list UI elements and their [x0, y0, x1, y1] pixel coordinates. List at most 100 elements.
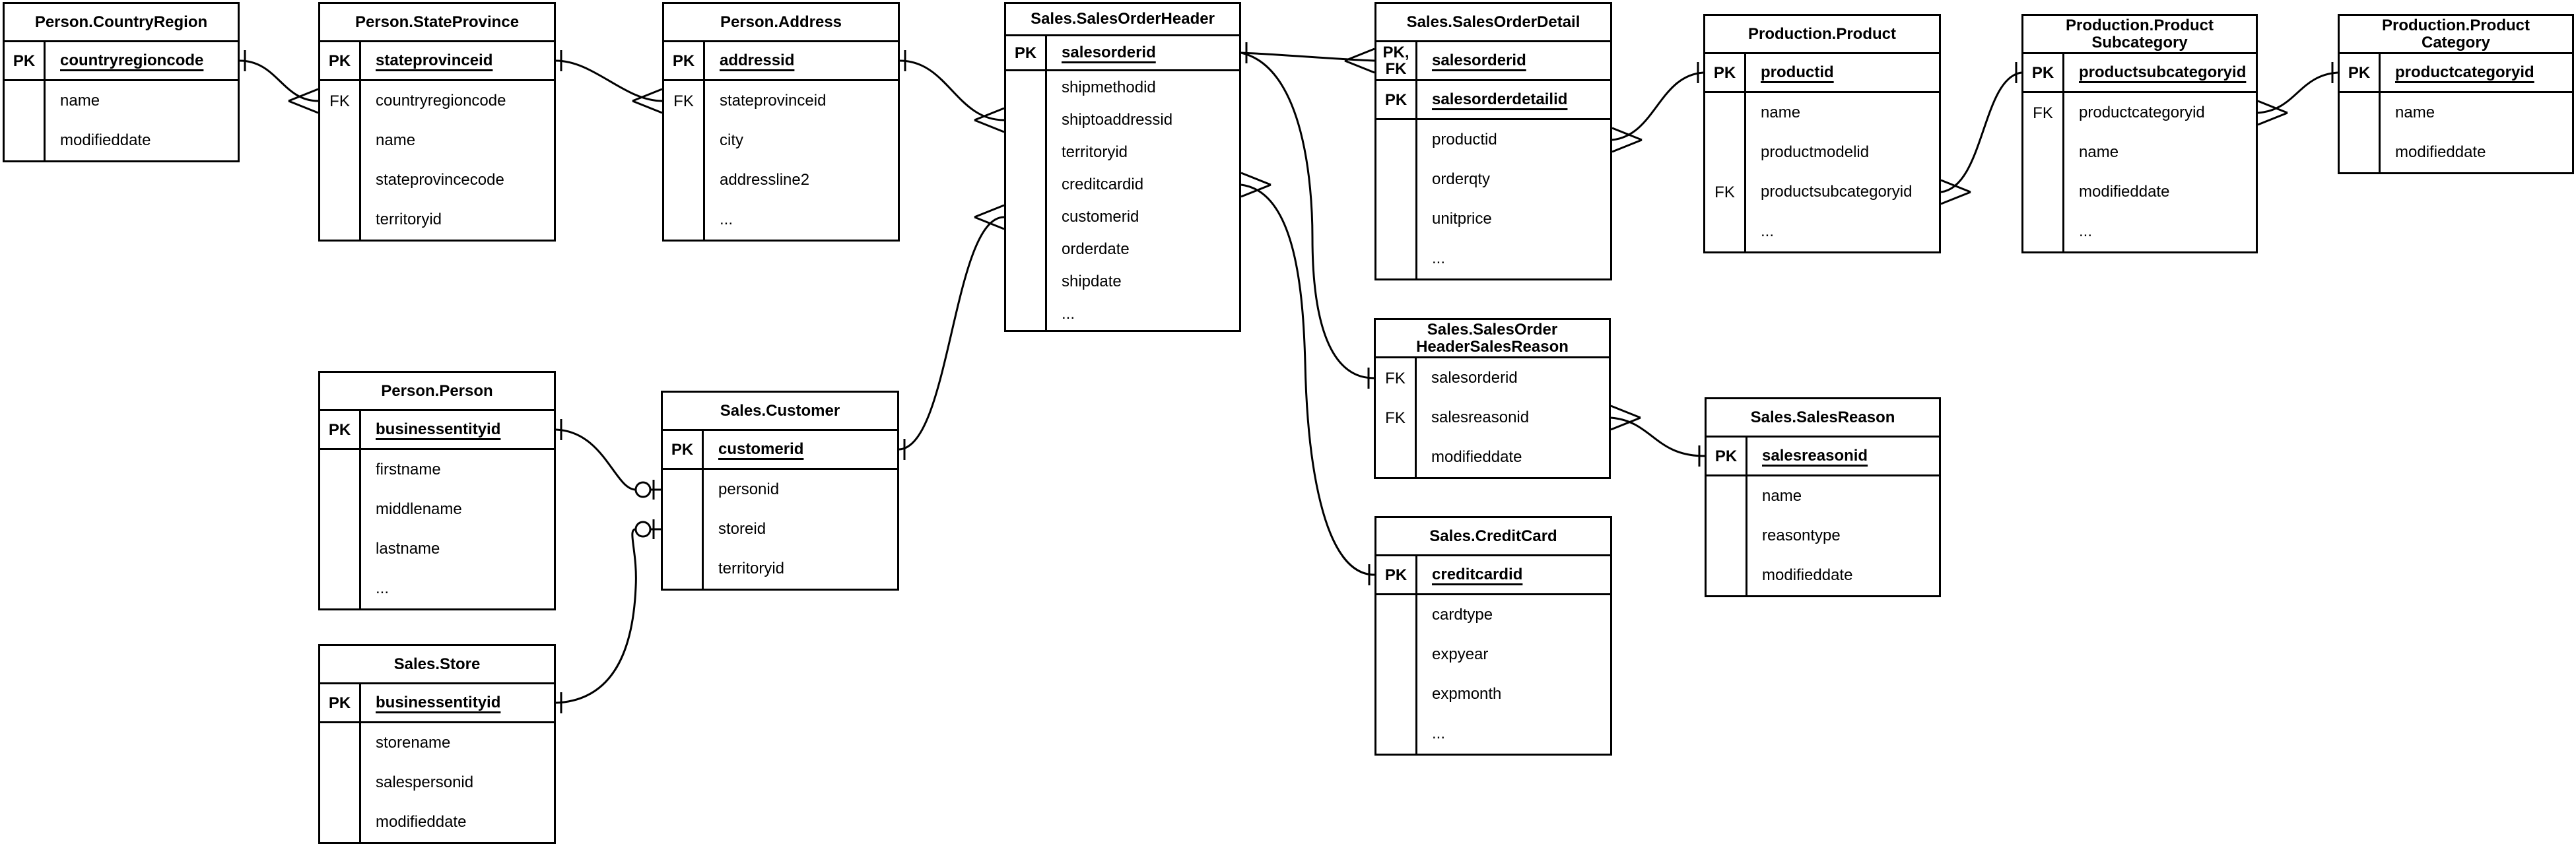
key-badge — [1705, 212, 1746, 251]
table-sales-salesorderheader[interactable]: Sales.SalesOrderHeader PK salesorderid s… — [1004, 2, 1241, 332]
key-badge — [663, 549, 704, 589]
pk-badge: PK — [320, 411, 361, 448]
key-badge — [2023, 212, 2064, 251]
attr-row: modifieddate — [2340, 133, 2572, 172]
column-name: ... — [376, 579, 390, 597]
relationship-customer-salesorderheader — [898, 204, 1005, 460]
column-name: productsubcategoryid — [1761, 183, 1913, 201]
column-name: modifieddate — [1762, 566, 1853, 584]
column-name: creditcardid — [1062, 175, 1144, 193]
key-badge — [1376, 239, 1417, 278]
table-sales-creditcard[interactable]: Sales.CreditCard PK creditcardid cardtyp… — [1374, 516, 1612, 756]
key-row: PK salesorderdetailid — [1376, 81, 1610, 120]
column-name: salespersonid — [376, 773, 474, 791]
key-row: PK businessentityid — [320, 684, 554, 723]
attr-row: cardtype — [1376, 595, 1610, 635]
column-name: customerid — [1062, 207, 1139, 226]
attr-row: ... — [1376, 714, 1610, 754]
table-sales-salesreason[interactable]: Sales.SalesReason PK salesreasonid name … — [1705, 397, 1941, 597]
key-badge — [5, 121, 46, 160]
table-title: Production.Product Subcategory — [2023, 16, 2256, 54]
key-badge — [2023, 133, 2064, 172]
attr-row: creditcardid — [1006, 168, 1239, 201]
column-name: productid — [1432, 131, 1497, 148]
key-badge — [1376, 438, 1417, 477]
table-title: Sales.Store — [320, 646, 554, 684]
table-sales-salesorderdetail[interactable]: Sales.SalesOrderDetail PK, FK salesorder… — [1374, 2, 1612, 280]
table-person-stateprovince[interactable]: Person.StateProvince PK stateprovinceid … — [318, 2, 556, 242]
column-name: salesorderid — [1431, 369, 1518, 387]
table-person-person[interactable]: Person.Person PK businessentityid firstn… — [318, 371, 556, 610]
column-name: name — [1761, 104, 1801, 121]
table-title: Person.Address — [664, 4, 898, 42]
attr-row: firstname — [320, 450, 554, 490]
column-name: lastname — [376, 540, 440, 558]
column-name: modifieddate — [376, 813, 467, 831]
column-name: ... — [1062, 304, 1075, 323]
key-row: PK stateprovinceid — [320, 42, 554, 81]
fk-badge: FK — [1705, 172, 1746, 212]
table-title: Sales.SalesOrderDetail — [1376, 4, 1610, 42]
column-name: countryregioncode — [376, 92, 506, 110]
attr-row: lastname — [320, 529, 554, 569]
column-name: territoryid — [1062, 143, 1128, 161]
attr-row: modifieddate — [5, 121, 238, 160]
key-column-name: customerid — [718, 440, 804, 458]
column-name: expyear — [1432, 645, 1489, 663]
column-name: firstname — [376, 461, 441, 478]
table-person-countryregion[interactable]: Person.CountryRegion PK countryregioncod… — [3, 2, 240, 162]
attr-row: city — [664, 121, 898, 160]
attr-row: unitprice — [1376, 199, 1610, 239]
relationship-salesreason-headersalesreason — [1610, 405, 1705, 467]
key-column-name: countryregioncode — [60, 51, 204, 69]
attr-row: name — [1707, 476, 1939, 516]
table-title: Sales.SalesOrderHeader — [1006, 4, 1239, 36]
table-sales-store[interactable]: Sales.Store PK businessentityid storenam… — [318, 644, 556, 844]
attr-row: addressline2 — [664, 160, 898, 200]
table-production-product[interactable]: Production.Product PK productid name pro… — [1703, 14, 1941, 253]
key-column-name: addressid — [720, 51, 795, 69]
table-title: Sales.Customer — [663, 393, 897, 431]
key-badge — [320, 529, 361, 569]
pk-badge: PK — [1376, 556, 1417, 593]
column-name: ... — [720, 211, 733, 228]
pk-badge: PK — [2340, 54, 2381, 91]
column-name: shipdate — [1062, 272, 1122, 290]
column-name: stateprovincecode — [376, 171, 504, 189]
column-name: unitprice — [1432, 210, 1492, 228]
key-column-name: productid — [1761, 63, 1834, 81]
table-person-address[interactable]: Person.Address PK addressid FK stateprov… — [662, 2, 900, 242]
table-title: Person.Person — [320, 373, 554, 411]
attr-row: storename — [320, 723, 554, 763]
table-title: Person.StateProvince — [320, 4, 554, 42]
attr-row: personid — [663, 470, 897, 509]
column-name: name — [376, 131, 416, 149]
table-production-productcategory[interactable]: Production.Product Category PK productca… — [2338, 14, 2574, 174]
key-row: PK businessentityid — [320, 411, 554, 450]
fk-badge: FK — [320, 81, 361, 121]
attr-row: name — [2023, 133, 2256, 172]
column-name: salesreasonid — [1431, 408, 1530, 426]
attr-row: shipmethodid — [1006, 71, 1239, 104]
column-name: name — [1762, 487, 1802, 505]
key-column-name: salesreasonid — [1762, 447, 1868, 465]
column-name: territoryid — [376, 211, 442, 228]
attr-row: FK countryregioncode — [320, 81, 554, 121]
attr-row: customerid — [1006, 201, 1239, 233]
attr-row: ... — [320, 569, 554, 608]
table-title: Person.CountryRegion — [5, 4, 238, 42]
table-sales-customer[interactable]: Sales.Customer PK customerid personid st… — [661, 391, 899, 591]
column-name: addressline2 — [720, 171, 810, 189]
table-sales-salesorderheadersalesreason[interactable]: Sales.SalesOrder HeaderSalesReason FK sa… — [1374, 318, 1611, 479]
pk-badge: PK — [1707, 438, 1747, 474]
key-column-name: salesorderdetailid — [1432, 90, 1568, 108]
attr-row: expyear — [1376, 635, 1610, 674]
key-column-name: productsubcategoryid — [2079, 63, 2247, 81]
table-production-productsubcategory[interactable]: Production.Product Subcategory PK produc… — [2021, 14, 2258, 253]
key-badge — [1707, 516, 1747, 556]
pk-badge: PK — [1376, 81, 1417, 118]
key-badge — [663, 470, 704, 509]
attr-row: territoryid — [1006, 136, 1239, 168]
key-column-name: productcategoryid — [2395, 63, 2534, 81]
key-badge — [1376, 160, 1417, 199]
